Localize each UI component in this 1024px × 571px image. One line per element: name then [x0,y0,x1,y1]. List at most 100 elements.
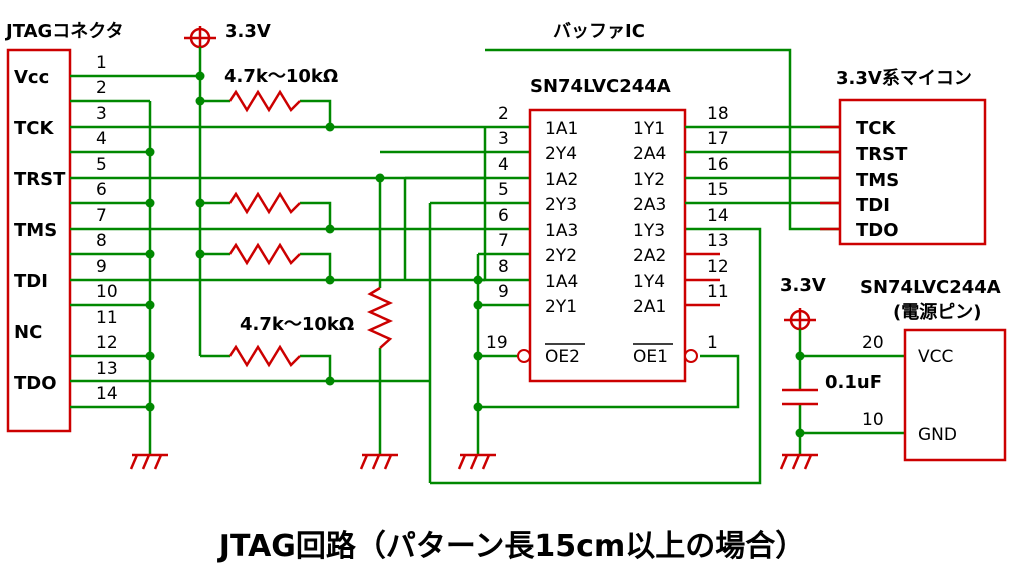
svg-text:TCK: TCK [856,118,896,139]
pin-number: 7 [96,206,107,226]
svg-text:19: 19 [486,333,508,353]
svg-text:1Y1: 1Y1 [633,119,665,139]
junction-dots [145,71,805,438]
buffer-right-pin-numbers: 18 17 16 15 14 13 12 11 1 [707,104,729,353]
svg-text:16: 16 [707,155,729,175]
signal-tms: TMS [14,220,57,241]
svg-text:1Y4: 1Y4 [633,272,665,292]
mcu-title: 3.3V系マイコン [836,68,972,89]
svg-text:1A3: 1A3 [545,221,578,241]
svg-text:2A1: 2A1 [633,297,666,317]
svg-text:1A4: 1A4 [545,272,578,292]
buffer-left-pin-names: 1A1 2Y4 1A2 2Y3 1A3 2Y2 1A4 2Y1 OE2 [545,119,585,367]
svg-text:1: 1 [707,333,718,353]
pulldown-resistor [359,178,398,470]
svg-text:12: 12 [707,257,729,277]
vcc-label-top: 3.3V [225,21,271,42]
power-chip-title: SN74LVC244A [860,277,1001,298]
ground-symbol-right [779,453,818,470]
vcc-label-right: 3.3V [780,275,826,296]
signal-tdi: TDI [14,271,48,292]
svg-text:TDI: TDI [856,195,890,216]
jtag-connector-box [6,48,72,433]
pin-number: 2 [96,78,107,98]
pin-number: 8 [96,231,107,251]
svg-text:OE2: OE2 [545,347,580,367]
pin-number: 6 [96,180,107,200]
svg-text:OE1: OE1 [633,347,668,367]
pullup-resistors [200,89,332,381]
vcc-pin-name: VCC [918,347,953,367]
pin-number: 3 [96,104,107,124]
connector-signal-labels: Vcc TCK TRST TMS TDI NC TDO [14,67,66,394]
decoupling-wires [798,329,905,455]
power-symbol-top [184,26,216,49]
svg-text:1A1: 1A1 [545,119,578,139]
svg-text:2Y4: 2Y4 [545,144,577,164]
buffer-part-number: SN74LVC244A [530,76,671,97]
pin-number: 10 [96,282,118,302]
signal-nc: NC [14,322,42,343]
pin-number: 9 [96,257,107,277]
svg-text:17: 17 [707,129,729,149]
signal-vcc: Vcc [14,67,49,88]
svg-text:18: 18 [707,104,729,124]
power-symbol-right [784,308,816,331]
resistor-value-mid: 4.7k～10kΩ [240,314,354,335]
gnd-pin-name: GND [918,425,957,445]
pin-number: 14 [96,384,118,404]
pin-number: 1 [96,53,107,73]
pin-number: 12 [96,333,118,353]
svg-text:2A3: 2A3 [633,195,666,215]
svg-text:2: 2 [498,104,509,124]
buffer-ic-box [528,108,687,383]
buffer-left-pin-numbers: 2 3 4 5 6 7 8 9 19 [486,104,509,353]
svg-text:1Y3: 1Y3 [633,221,665,241]
svg-text:8: 8 [498,257,509,277]
resistor-value-top: 4.7k～10kΩ [224,66,338,87]
signal-tdo: TDO [14,373,57,394]
svg-text:3: 3 [498,129,509,149]
connector-pin-numbers: 1 2 3 4 5 6 7 8 9 10 11 12 13 14 [96,53,118,404]
capacitor-value: 0.1uF [825,372,882,393]
signal-tck: TCK [14,118,54,139]
svg-text:TDO: TDO [856,220,899,241]
buffer-title: バッファIC [553,21,645,42]
vcc-pin-number: 20 [862,333,884,353]
mcu-signal-labels: TCK TRST TMS TDI TDO [856,118,908,241]
svg-text:9: 9 [498,282,509,302]
pin-number: 11 [96,308,118,328]
connector-pin-wires [70,74,485,409]
decoupling-capacitor [782,388,818,406]
svg-text:TMS: TMS [856,170,899,191]
svg-text:2Y2: 2Y2 [545,246,577,266]
svg-text:5: 5 [498,180,509,200]
mcu-box [838,98,987,246]
power-chip-subtitle: (電源ピン) [893,301,981,323]
pin-number: 13 [96,359,118,379]
svg-text:2Y1: 2Y1 [545,297,577,317]
signal-trst: TRST [14,169,66,190]
svg-text:TRST: TRST [856,144,908,165]
connector-title: JTAGコネクタ [4,21,124,42]
svg-text:15: 15 [707,180,729,200]
svg-text:2Y3: 2Y3 [545,195,577,215]
svg-text:4: 4 [498,155,509,175]
oe1-inversion-bubble [684,349,698,363]
pin-number: 4 [96,129,107,149]
ground-symbol-left [129,453,168,470]
svg-text:11: 11 [707,282,729,302]
svg-text:13: 13 [707,231,729,251]
svg-text:2A2: 2A2 [633,246,666,266]
oe2-inversion-bubble [517,349,531,363]
buffer-right-pin-names: 1Y1 2A4 1Y2 2A3 1Y3 2A2 1Y4 2A1 OE1 [633,119,673,367]
svg-text:14: 14 [707,206,729,226]
svg-text:2A4: 2A4 [633,144,666,164]
diagram-caption: JTAG回路（パターン長15cm以上の場合） [217,529,805,564]
buffer-right-wires [685,125,840,307]
svg-text:7: 7 [498,231,509,251]
power-chip-box [903,328,1007,462]
svg-text:1A2: 1A2 [545,170,578,190]
gnd-pin-number: 10 [862,410,884,430]
